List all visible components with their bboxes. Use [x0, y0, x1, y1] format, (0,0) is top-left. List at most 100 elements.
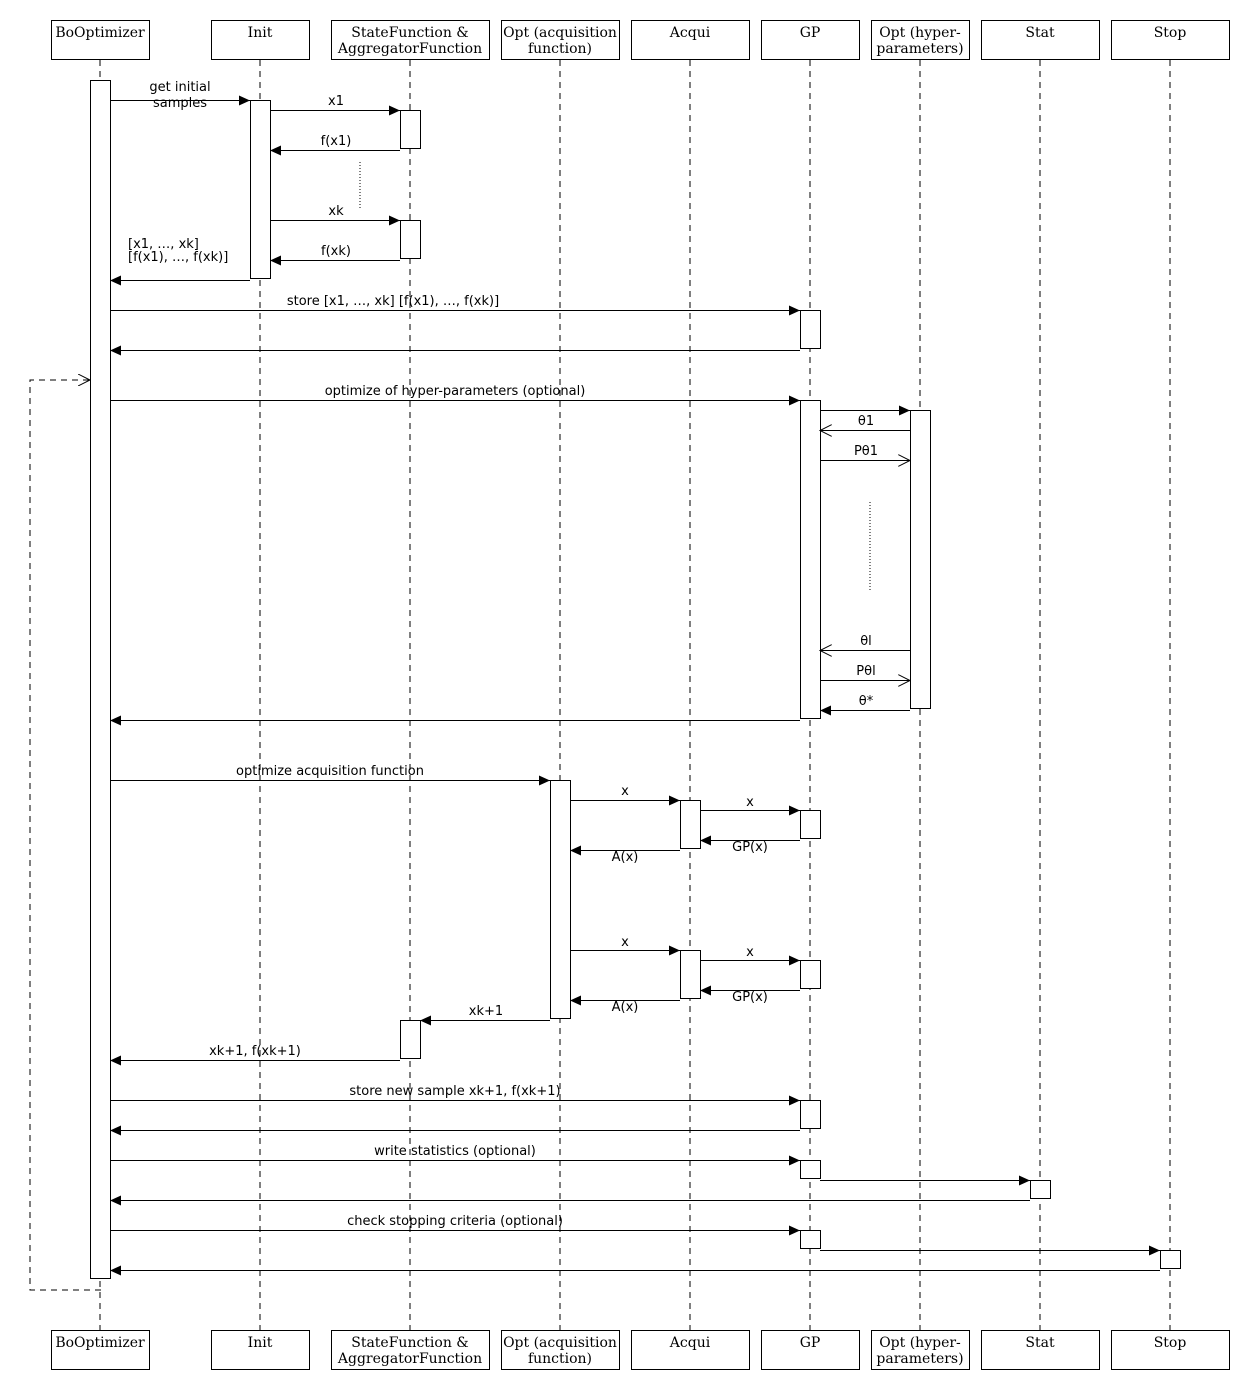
participant-footer-sf: StateFunction &AggregatorFunction [331, 1330, 490, 1370]
message-initial-result: [x1, …, xk][f(x1), …, f(xk)] [110, 237, 250, 286]
participant-header-bo: BoOptimizer [51, 20, 150, 60]
message-gpx-1: GP(x) [700, 835, 800, 855]
message-theta-star: θ* [820, 694, 910, 716]
message-write-stats: write statistics (optional) [110, 1144, 800, 1166]
participant-box [631, 20, 750, 60]
message-xk1-fxk1: xk+1, f(xk+1) [110, 1044, 400, 1066]
activation-bar-stop [1160, 1250, 1181, 1269]
participant-footer-acqui: Acqui [631, 1330, 750, 1370]
message-ax-2: A(x) [570, 995, 680, 1015]
activation-bar-gp [800, 1160, 821, 1179]
message-label: Pθl [856, 664, 875, 679]
participant-footer-init: Init [211, 1330, 310, 1370]
message-label: xk+1, f(xk+1) [209, 1044, 301, 1059]
message-label: get initial [149, 80, 210, 95]
message-label: GP(x) [732, 990, 768, 1005]
message-label: GP(x) [732, 840, 768, 855]
participant-label: parameters) [876, 41, 963, 57]
activation-bar-bo [90, 80, 111, 1279]
message-store: store [x1, …, xk] [f(x1), …, f(xk)] [110, 294, 800, 316]
message-label: x [621, 935, 629, 950]
message-ax-1: A(x) [570, 845, 680, 865]
message-label: f(xk) [321, 244, 351, 259]
message-label: [x1, …, xk] [128, 237, 199, 252]
message-label: optimize of hyper-parameters (optional) [325, 384, 586, 399]
participant-box [501, 20, 620, 60]
participant-label: Init [248, 1335, 273, 1351]
activation-bar-stat [1030, 1180, 1051, 1199]
participant-footer-opthyp: Opt (hyper-parameters) [871, 1330, 970, 1370]
participant-footer-gp: GP [761, 1330, 860, 1370]
message-label: θ* [859, 694, 874, 709]
participant-box [981, 1330, 1100, 1370]
activation-bar-init [250, 100, 271, 279]
participant-box [51, 1330, 150, 1370]
message-check-stop: check stopping criteria (optional) [110, 1214, 800, 1236]
participant-footer-stat: Stat [981, 1330, 1100, 1370]
activation-bar-gp [800, 960, 821, 989]
activation-bar-gp [800, 810, 821, 839]
message-fxk: f(xk) [270, 244, 400, 266]
message-ptheta1: Pθ1 [820, 444, 910, 461]
message-optimize-hyper: optimize of hyper-parameters (optional) [110, 384, 800, 406]
message-x-a2: x [570, 935, 680, 956]
participant-box [981, 20, 1100, 60]
message-x-g2: x [700, 945, 800, 966]
participant-label: Stop [1154, 25, 1187, 41]
fragments [29, 162, 871, 1291]
message-optimize-acq: optimize acquisition function [110, 764, 550, 786]
activation-bars [90, 80, 1181, 1279]
message-xk1: xk+1 [420, 1004, 550, 1026]
participant-label: function) [528, 41, 592, 57]
message-gpx-2: GP(x) [700, 985, 800, 1005]
message-label: write statistics (optional) [374, 1144, 536, 1159]
participant-label: StateFunction & [351, 1335, 469, 1351]
participant-box [1111, 1330, 1230, 1370]
participant-label: Stat [1025, 1335, 1055, 1351]
participant-label: AggregatorFunction [337, 41, 482, 57]
message-xk: xk [270, 204, 400, 226]
message-label: θ1 [858, 414, 874, 429]
message-label: [f(x1), …, f(xk)] [128, 250, 228, 265]
activation-bar-opthyp [910, 410, 931, 709]
participant-header-sf: StateFunction &AggregatorFunction [331, 20, 490, 60]
activation-bar-acqui [680, 800, 701, 849]
message-label: A(x) [612, 850, 639, 865]
message-label: store new sample xk+1, f(xk+1) [349, 1084, 560, 1099]
participant-box [631, 1330, 750, 1370]
activation-bar-sf [400, 110, 421, 149]
participant-label: Opt (acquisition [503, 1335, 617, 1351]
participant-label: Acqui [669, 1335, 711, 1351]
participant-label: function) [528, 1351, 592, 1367]
participant-box [871, 20, 970, 60]
message-pthetal: Pθl [820, 664, 910, 681]
participant-label: BoOptimizer [55, 1335, 145, 1351]
participant-header-gp: GP [761, 20, 860, 60]
message-label: samples [153, 96, 207, 111]
message-label: x1 [328, 94, 344, 109]
message-label: x [746, 945, 754, 960]
participant-box [331, 20, 490, 60]
participant-footer-bo: BoOptimizer [51, 1330, 150, 1370]
message-label: store [x1, …, xk] [f(x1), …, f(xk)] [287, 294, 499, 309]
participant-label: GP [800, 25, 821, 41]
message-label: x [621, 784, 629, 799]
message-thetal: θl [820, 634, 910, 651]
participant-label: StateFunction & [351, 25, 469, 41]
activation-bar-gp [800, 1230, 821, 1249]
participant-header-opthyp: Opt (hyper-parameters) [871, 20, 970, 60]
activation-bar-optacq [550, 780, 571, 1019]
participant-label: Stop [1154, 1335, 1187, 1351]
participant-box [761, 20, 860, 60]
participant-box [211, 1330, 310, 1370]
message-label: x [746, 795, 754, 810]
participant-label: AggregatorFunction [337, 1351, 482, 1367]
participant-box [761, 1330, 860, 1370]
message-store-new: store new sample xk+1, f(xk+1) [110, 1084, 800, 1106]
message-label: xk [328, 204, 344, 219]
participant-label: GP [800, 1335, 821, 1351]
